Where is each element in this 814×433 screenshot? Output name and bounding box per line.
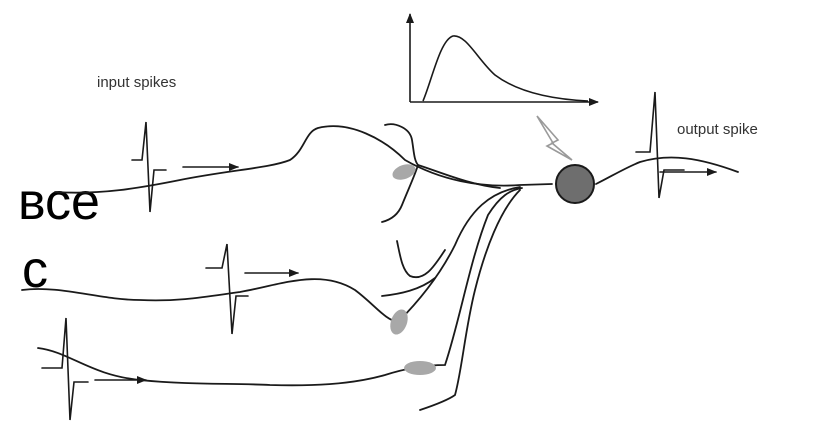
dendrite-top-fork <box>417 164 501 189</box>
input-axon-3 <box>37 187 523 387</box>
synapse-middle <box>390 309 408 335</box>
response-graph <box>406 13 599 106</box>
dendrite-low-branch <box>419 189 521 411</box>
background-text-line-2: с <box>22 241 48 299</box>
dendrite-mid-branch <box>396 240 446 279</box>
input-spike-1 <box>131 121 167 213</box>
synapse-top <box>392 164 416 180</box>
electrode-icon <box>536 115 573 161</box>
input-spike-3 <box>41 317 89 421</box>
synapse-bottom <box>404 361 436 375</box>
response-curve <box>422 35 589 102</box>
dendrite-mid-lower <box>381 277 436 297</box>
soma <box>555 164 595 204</box>
input-axon-2 <box>21 186 521 323</box>
output-axon <box>595 156 739 185</box>
synapses <box>390 164 436 375</box>
wires <box>21 123 739 411</box>
spike-glyphs <box>41 91 717 421</box>
output-spike <box>635 91 685 199</box>
input-spikes-label: input spikes <box>97 74 177 91</box>
input-axon-1 <box>54 125 553 194</box>
input-spike-2 <box>205 243 249 335</box>
background-text-line-1: все <box>18 173 100 231</box>
output-spike-label: output spike <box>677 121 758 138</box>
